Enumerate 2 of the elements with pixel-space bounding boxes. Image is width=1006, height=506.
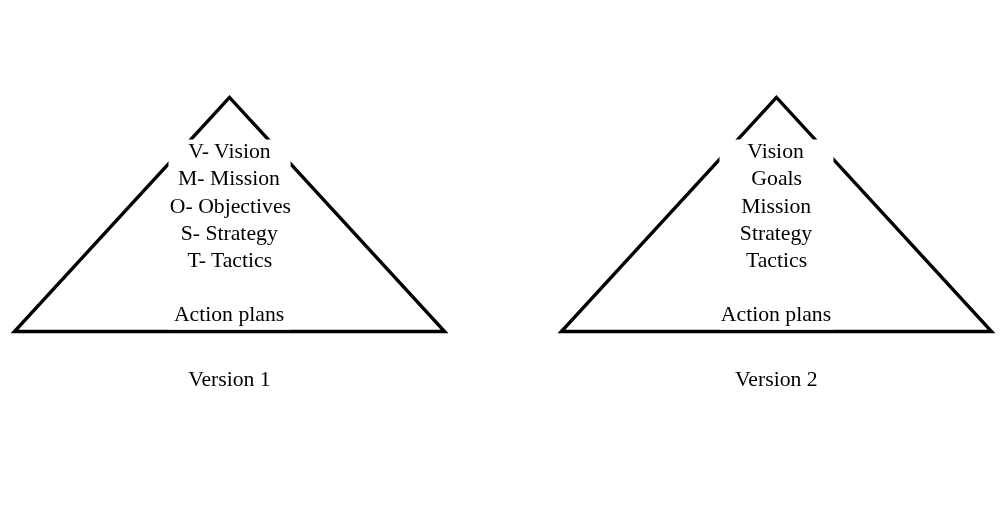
node-label: Version 2: [735, 366, 818, 391]
node-label: Version 1: [188, 366, 271, 391]
